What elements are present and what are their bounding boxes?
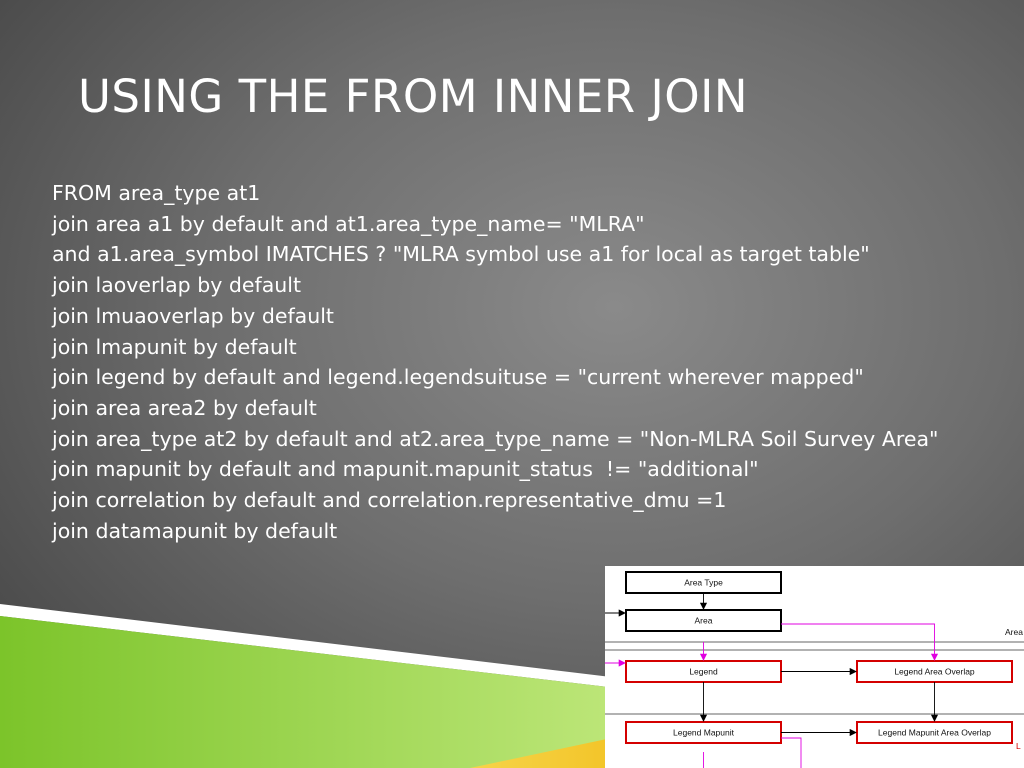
code-line: join area_type at2 by default and at2.ar… [52, 426, 939, 451]
code-line: FROM area_type at1 [52, 181, 261, 205]
white-stripe [0, 604, 720, 700]
code-line: join lmapunit by default [52, 334, 297, 359]
magenta-arrow [781, 623, 939, 661]
clipped-label: Area [1005, 627, 1023, 637]
box-legend-mapunit-area-overlap: Legend Mapunit Area Overlap [856, 721, 1013, 744]
box-legend-mapunit: Legend Mapunit [625, 721, 782, 744]
box-label: Area [695, 616, 713, 626]
code-line: join area area2 by default [52, 395, 317, 420]
box-legend-area-overlap: Legend Area Overlap [856, 660, 1013, 683]
box-label: Legend Area Overlap [894, 667, 975, 677]
box-label: Legend [689, 667, 718, 677]
box-area: Area [625, 609, 782, 632]
code-line: join laoverlap by default [52, 273, 301, 298]
code-line: join mapunit by default and mapunit.mapu… [52, 457, 759, 482]
box-label: Area Type [684, 578, 723, 588]
code-line: join correlation by default and correlat… [52, 488, 727, 513]
table-join-diagram: Area Type Area Legend Legend Area Overla… [605, 566, 1024, 768]
magenta-arrow [781, 737, 802, 768]
box-label: Legend Mapunit Area Overlap [878, 728, 991, 738]
code-line: join datamapunit by default [52, 518, 338, 543]
box-area-type: Area Type [625, 571, 782, 594]
code-line: join legend by default and legend.legend… [52, 365, 864, 390]
box-label: Legend Mapunit [673, 728, 735, 738]
green-stripe [0, 616, 720, 768]
code-line: join area a1 by default and at1.area_typ… [52, 211, 645, 236]
box-legend: Legend [625, 660, 782, 683]
code-line: and a1.area_symbol IMATCHES ? "MLRA symb… [52, 242, 870, 267]
slide-title: USING THE FROM INNER JOIN [78, 70, 749, 123]
code-line: join lmuaoverlap by default [52, 303, 334, 328]
query-code-block: FROM area_type at1 join area a1 by defau… [52, 178, 938, 546]
clipped-label: L [1016, 741, 1021, 751]
